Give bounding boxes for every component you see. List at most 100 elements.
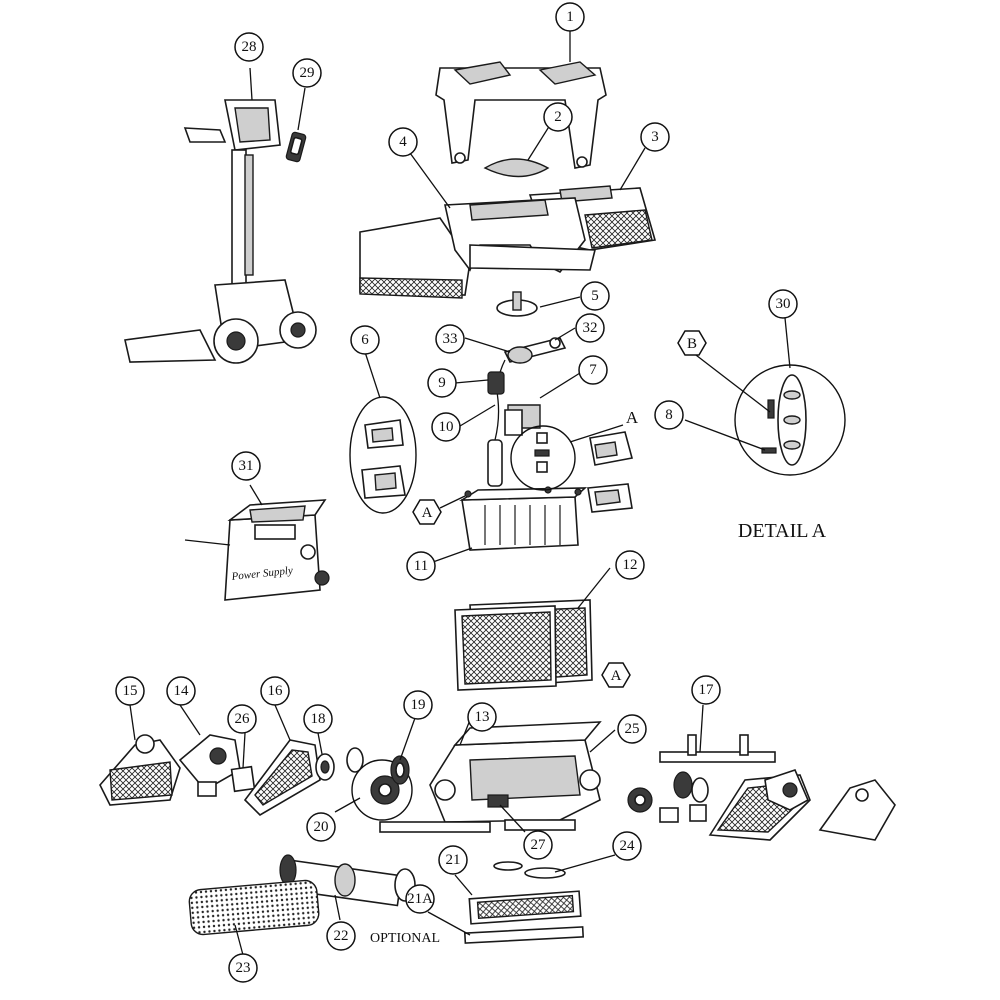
part-optional-rail[interactable] — [463, 926, 585, 944]
part-bracket-set[interactable] — [504, 404, 541, 436]
svg-text:3: 3 — [651, 129, 659, 145]
callout-23: 23 — [228, 953, 258, 983]
part-motor-cable[interactable] — [487, 359, 506, 487]
callout-13: 13 — [467, 702, 497, 732]
part-right-end-cover[interactable] — [818, 779, 896, 841]
leader-lines — [129, 30, 791, 956]
svg-text:31: 31 — [239, 458, 254, 474]
callout-18: 18 — [303, 704, 333, 734]
callout-21a: 21A — [405, 884, 435, 914]
part-main-cover[interactable] — [359, 197, 597, 299]
part-motor-unit[interactable] — [459, 486, 588, 551]
part-chassis[interactable] — [379, 721, 653, 833]
part-30-detail[interactable] — [734, 364, 846, 476]
detail-marker-a-lower: A — [601, 662, 631, 688]
callout-16: 16 — [260, 676, 290, 706]
part-top-cap[interactable] — [483, 158, 550, 178]
svg-text:13: 13 — [475, 709, 490, 725]
svg-text:33: 33 — [443, 331, 458, 347]
svg-text:29: 29 — [300, 65, 315, 81]
detail-a-label: DETAIL A — [738, 520, 827, 542]
detail-marker-b-hex: B — [677, 330, 707, 356]
part-roller-18[interactable] — [315, 747, 364, 781]
svg-text:19: 19 — [411, 697, 426, 713]
callout-11: 11 — [406, 551, 436, 581]
part-left-track[interactable] — [243, 739, 321, 817]
callout-17: 17 — [691, 675, 721, 705]
svg-text:15: 15 — [123, 683, 138, 699]
svg-text:21: 21 — [446, 852, 461, 868]
callout-33: 33 — [435, 324, 465, 354]
part-brush-holder[interactable] — [468, 890, 582, 925]
part-left-end-cover[interactable] — [99, 734, 181, 806]
svg-text:17: 17 — [699, 682, 715, 698]
part-right-rail[interactable] — [659, 734, 776, 763]
part-power-supply[interactable]: Power Supply — [184, 499, 330, 601]
callout-31: 31 — [231, 451, 261, 481]
callout-30: 30 — [768, 289, 798, 319]
part-detail-a-small[interactable] — [510, 425, 576, 491]
svg-text:A: A — [611, 668, 622, 684]
callout-8: 8 — [654, 400, 684, 430]
callout-26: 26 — [227, 704, 257, 734]
part-handle-frame[interactable] — [435, 61, 607, 169]
svg-text:30: 30 — [776, 296, 791, 312]
part-right-track[interactable] — [659, 769, 811, 841]
part-side-housing[interactable] — [178, 734, 241, 797]
callout-28: 28 — [234, 32, 264, 62]
callout-25: 25 — [617, 714, 647, 744]
svg-text:24: 24 — [620, 838, 636, 854]
part-swivel[interactable] — [503, 337, 567, 364]
svg-text:5: 5 — [591, 288, 599, 304]
callout-7: 7 — [578, 355, 608, 385]
svg-text:25: 25 — [625, 721, 640, 737]
svg-text:7: 7 — [589, 362, 597, 378]
svg-text:A: A — [626, 408, 639, 427]
callout-1: 1 — [555, 2, 585, 32]
svg-text:11: 11 — [414, 558, 428, 574]
svg-text:6: 6 — [361, 332, 369, 348]
svg-text:20: 20 — [314, 819, 329, 835]
svg-text:8: 8 — [665, 407, 673, 423]
part-roller-tube[interactable] — [279, 854, 416, 907]
part-clips-detail[interactable] — [349, 396, 417, 514]
part-washer[interactable] — [493, 861, 566, 879]
svg-text:4: 4 — [399, 134, 407, 150]
optional-label: OPTIONAL — [370, 931, 440, 946]
callout-21: 21 — [438, 845, 468, 875]
callout-32: 32 — [575, 313, 605, 343]
callout-14: 14 — [166, 676, 196, 706]
callout-19: 19 — [403, 690, 433, 720]
callout-10: 10 — [431, 412, 461, 442]
callout-27: 27 — [523, 830, 553, 860]
svg-text:10: 10 — [439, 419, 454, 435]
callout-6: 6 — [350, 325, 380, 355]
part-side-plate[interactable] — [230, 765, 256, 793]
svg-text:2: 2 — [554, 109, 562, 125]
part-brush[interactable] — [188, 879, 320, 936]
svg-text:14: 14 — [174, 683, 190, 699]
callout-22: 22 — [326, 921, 356, 951]
part-caddy-clip[interactable] — [285, 131, 307, 163]
svg-text:18: 18 — [311, 711, 326, 727]
callout-4: 4 — [388, 127, 418, 157]
part-filter-panels[interactable] — [454, 599, 593, 691]
callout-9: 9 — [427, 368, 457, 398]
part-loose-clips[interactable] — [587, 431, 633, 513]
svg-text:21A: 21A — [407, 891, 433, 907]
svg-text:16: 16 — [268, 683, 284, 699]
callout-2: 2 — [543, 102, 573, 132]
callout-3: 3 — [640, 122, 670, 152]
part-gear-detail[interactable] — [351, 755, 413, 821]
detail-marker-a-hex: A — [412, 499, 442, 525]
detail-marker-a-upper: A — [626, 408, 639, 427]
svg-text:1: 1 — [566, 9, 574, 25]
part-impeller[interactable] — [496, 291, 538, 317]
svg-text:9: 9 — [438, 375, 446, 391]
svg-text:28: 28 — [242, 39, 257, 55]
part-caddy[interactable] — [124, 99, 317, 364]
svg-text:23: 23 — [236, 960, 251, 976]
callout-12: 12 — [615, 550, 645, 580]
svg-text:B: B — [687, 336, 697, 352]
